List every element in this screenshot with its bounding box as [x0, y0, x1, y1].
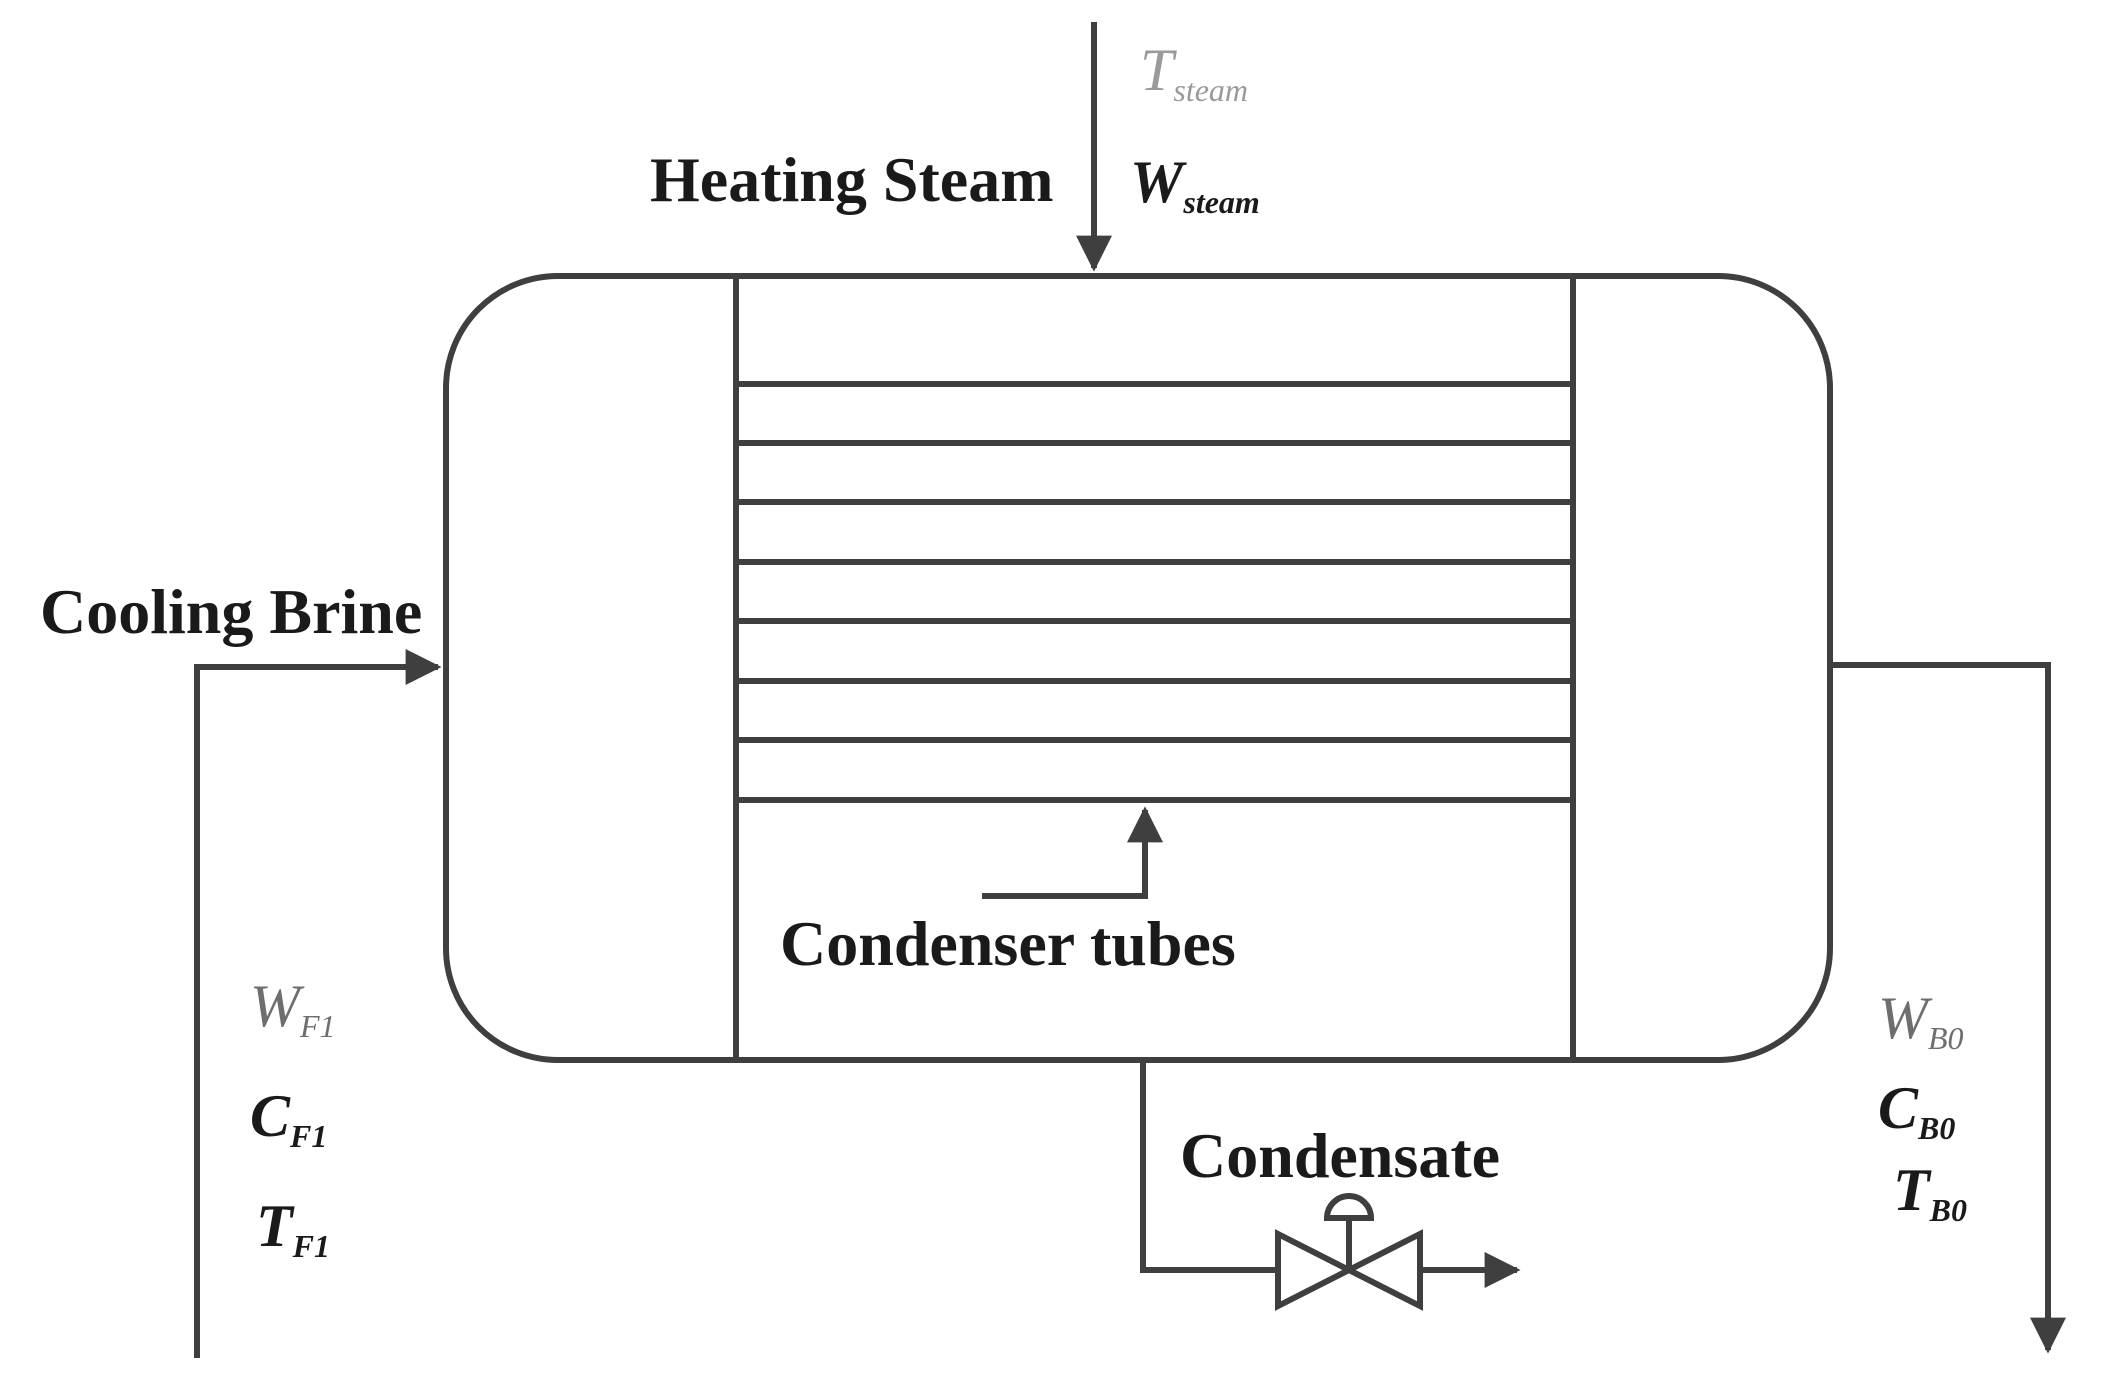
w-f1-variable: WF1 [250, 973, 336, 1045]
t-steam-variable: Tsteam [1140, 37, 1249, 109]
brine-outlet-arrow-icon [1830, 662, 2066, 1354]
c-f1-variable: CF1 [250, 1083, 328, 1155]
c-b0-variable: CB0 [1878, 1075, 1956, 1147]
brine-inlet-arrow-icon [194, 649, 442, 1358]
t-f1-variable: TF1 [256, 1193, 330, 1265]
control-valve-icon [1275, 1193, 1423, 1311]
t-b0-variable: TB0 [1893, 1157, 1967, 1229]
condenser-tubes-pointer-arrow-icon [982, 806, 1163, 899]
condenser-tube-bundle [736, 381, 1573, 803]
w-b0-variable: WB0 [1878, 985, 1964, 1057]
cooling-brine-label: Cooling Brine [40, 576, 423, 647]
heating-steam-label: Heating Steam [650, 144, 1054, 215]
condensate-line [1140, 1060, 1278, 1273]
condenser-tubes-label: Condenser tubes [780, 908, 1236, 979]
condensate-label: Condensate [1180, 1120, 1501, 1191]
w-steam-variable: Wsteam [1130, 149, 1260, 221]
